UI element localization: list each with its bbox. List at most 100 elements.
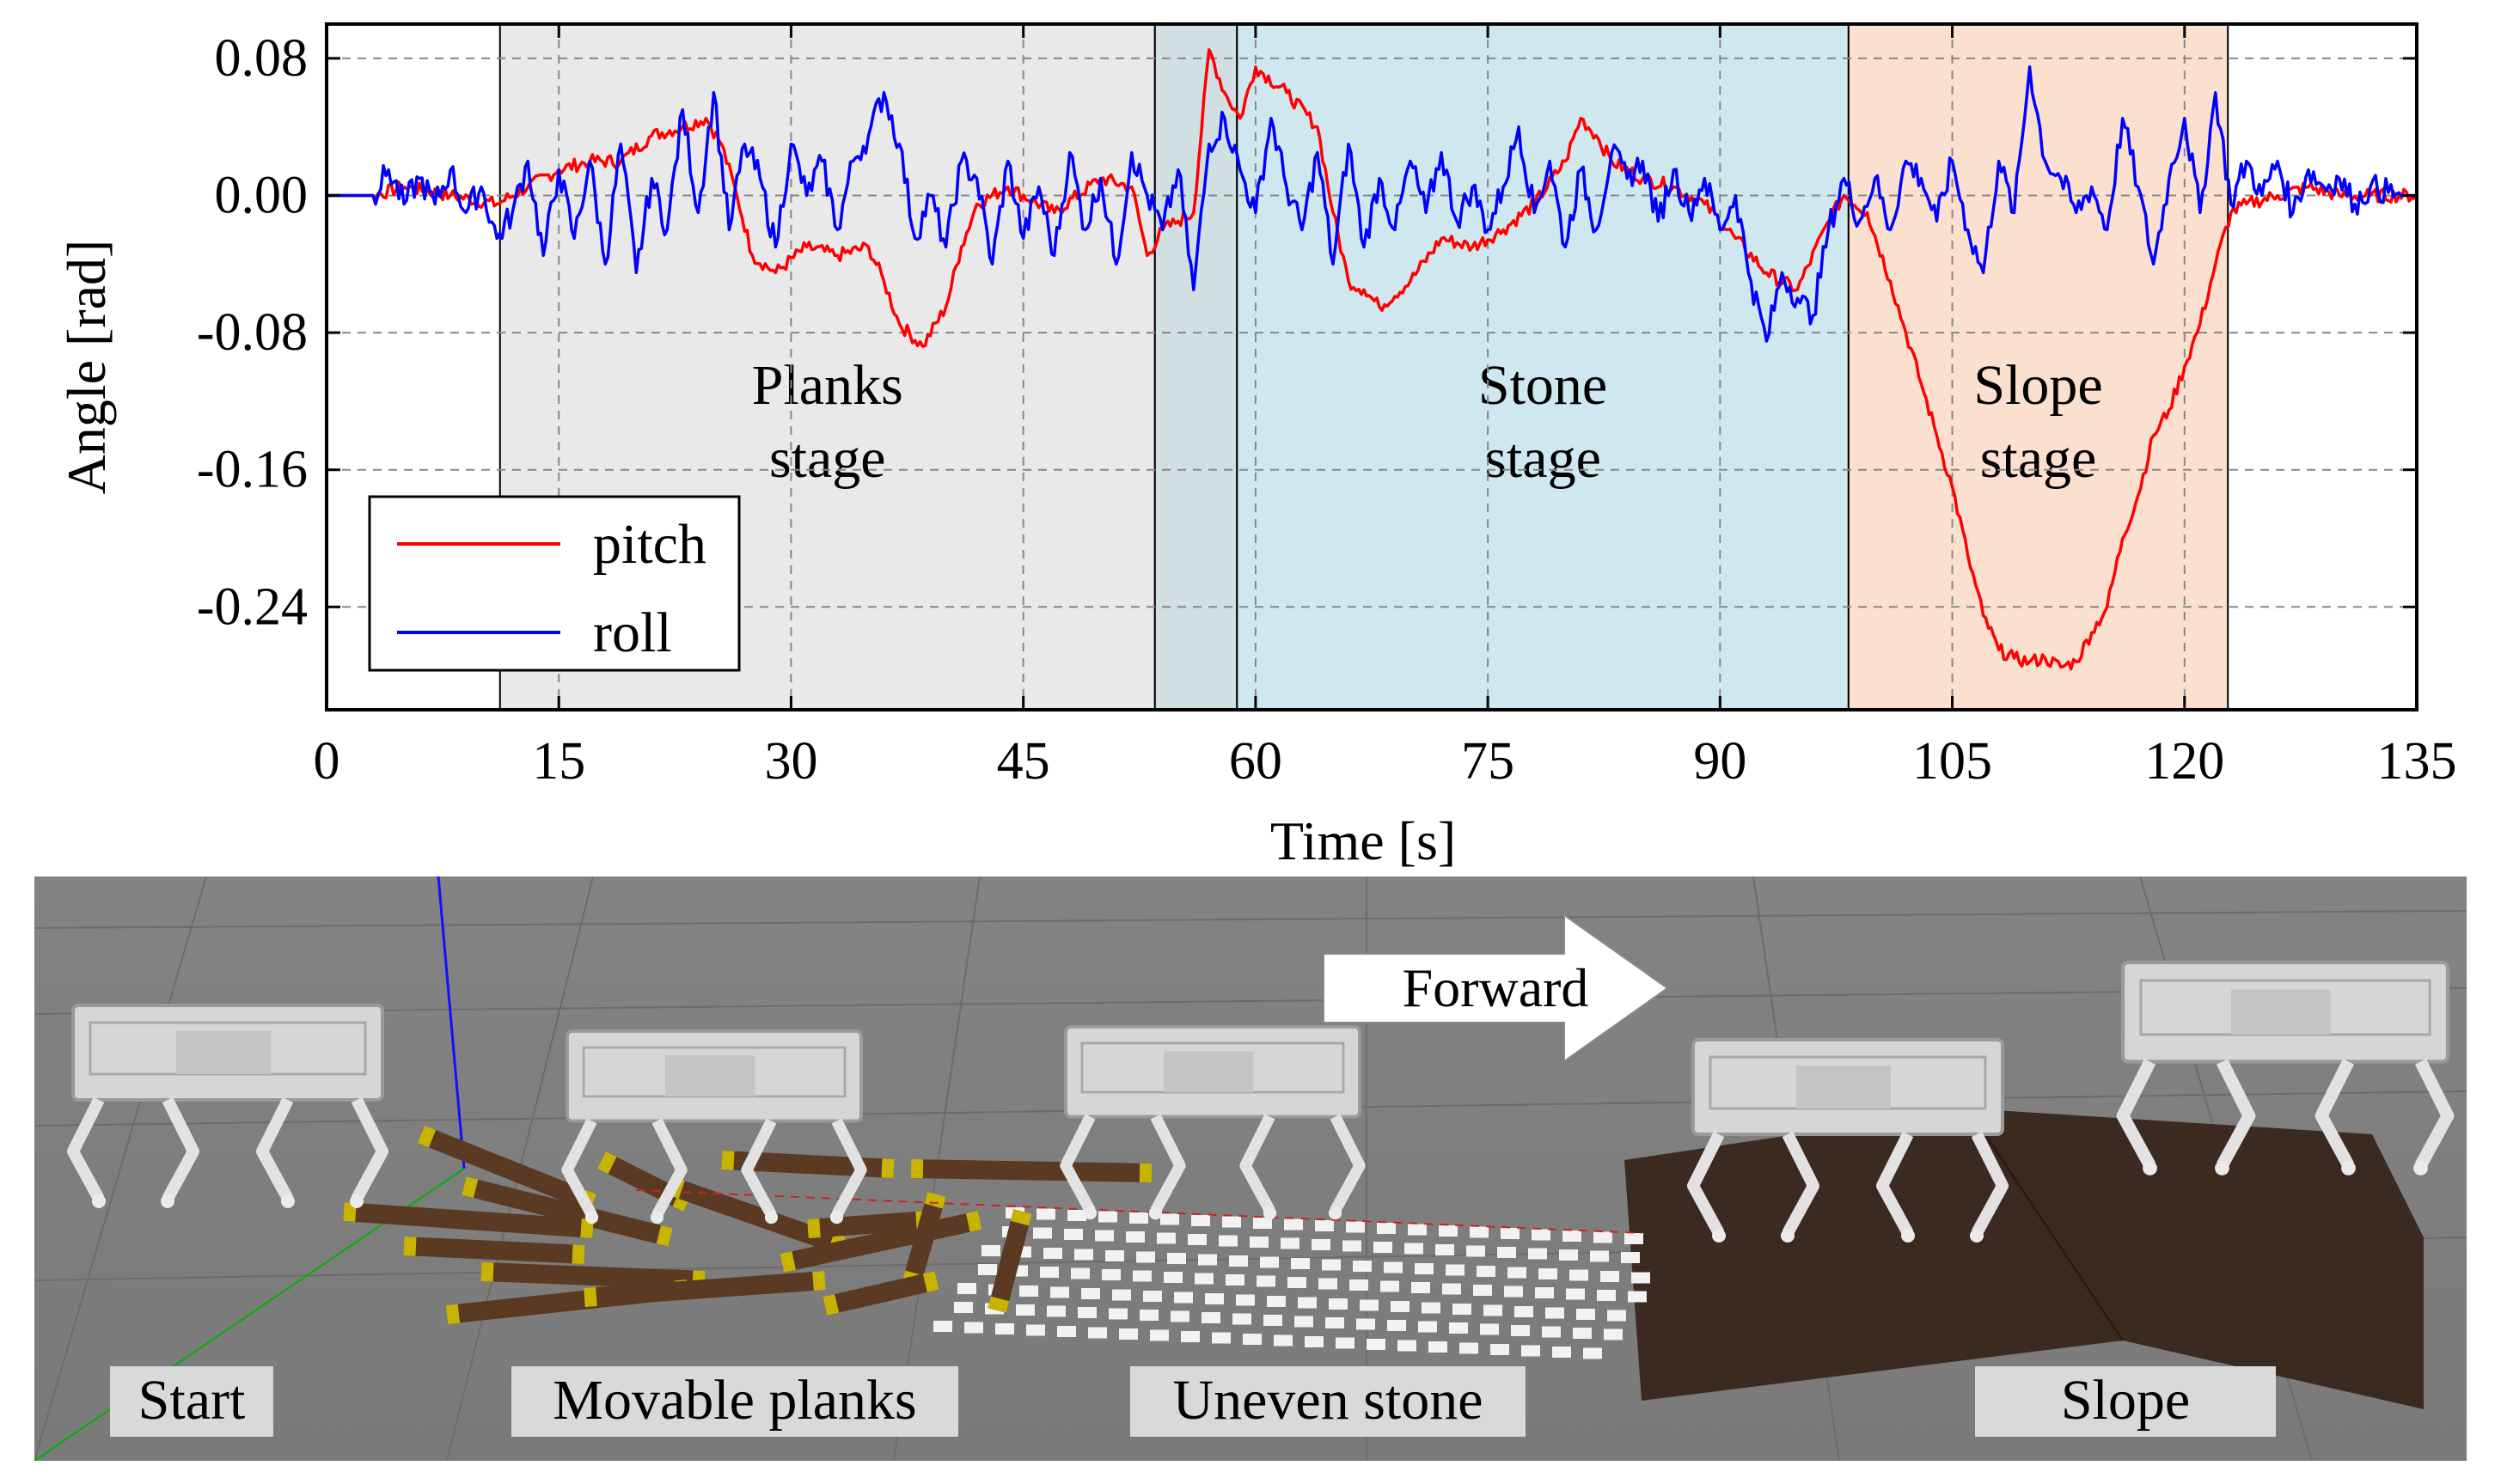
stone-block <box>1119 1328 1138 1340</box>
robot-leg <box>1782 1131 1819 1237</box>
plank <box>584 1271 826 1307</box>
stone-block <box>1569 1269 1588 1281</box>
robot-foot <box>350 1194 364 1208</box>
robot-leg <box>67 1096 105 1202</box>
robot-leg <box>741 1118 777 1218</box>
stone-block <box>1562 1231 1581 1242</box>
stage-subtitle-3: stage <box>1980 427 2097 490</box>
stone-block <box>1415 1263 1434 1274</box>
stone-block <box>1342 1240 1361 1252</box>
plank-end <box>822 1294 840 1316</box>
robot-leg <box>2314 1059 2355 1169</box>
stone-block <box>1312 1239 1330 1250</box>
robot-leg <box>162 1096 199 1202</box>
plank <box>902 1191 946 1288</box>
stage-subtitle-0: stage <box>769 427 886 490</box>
stone-block <box>1232 1313 1251 1325</box>
robot-foot <box>161 1194 174 1208</box>
plank-end <box>480 1262 494 1282</box>
stone-block <box>1532 1229 1550 1241</box>
stone-block <box>1157 1232 1176 1244</box>
stone-block <box>1466 1245 1485 1257</box>
stone-block <box>1253 1218 1272 1229</box>
stone-block <box>1129 1212 1148 1224</box>
stone-block <box>1019 1286 1038 1297</box>
stone-block <box>1167 1253 1186 1264</box>
stone-block <box>1318 1278 1337 1290</box>
stone-block <box>1325 1317 1344 1328</box>
plot-frame <box>325 22 2418 711</box>
stone-block <box>933 1321 952 1332</box>
stone-block <box>1477 1266 1495 1277</box>
stone-block <box>1222 1216 1241 1228</box>
stone-block <box>1315 1220 1334 1231</box>
plank <box>343 1202 594 1238</box>
slope-ridge <box>1966 1108 2125 1341</box>
stone-block <box>1446 1264 1465 1276</box>
robot-foot <box>281 1194 295 1208</box>
stone-block <box>1298 1297 1317 1309</box>
scene-drawing <box>34 876 2467 1461</box>
robot-leg <box>1971 1131 2009 1237</box>
forward-label: Forward <box>1402 957 1589 1018</box>
stage-title-0: Planks <box>752 354 903 417</box>
robot-foot <box>584 1211 599 1224</box>
stone-block <box>1480 1323 1499 1335</box>
plank-end <box>656 1224 673 1247</box>
stone-block <box>1384 1261 1403 1273</box>
robot-leg <box>256 1096 294 1202</box>
plank-end <box>584 1287 597 1307</box>
stone-block <box>1164 1272 1183 1283</box>
stone-block <box>1552 1347 1571 1358</box>
legend-box <box>368 495 741 672</box>
stone-block <box>1074 1249 1093 1261</box>
stone-block <box>1212 1332 1231 1344</box>
stone-block <box>1528 1248 1547 1260</box>
axis-line-blue <box>437 876 466 1169</box>
stone-block <box>1597 1290 1616 1301</box>
stone-block <box>1229 1255 1248 1267</box>
slope-terrain <box>1624 1108 2424 1409</box>
stone-block <box>1133 1270 1152 1282</box>
x-tick-label: 105 <box>1912 732 1992 791</box>
stone-block <box>1291 1258 1310 1269</box>
stone-block <box>1535 1287 1554 1298</box>
stone-block <box>1470 1226 1489 1238</box>
robot-foot <box>2413 1161 2428 1176</box>
x-tick-label: 45 <box>997 732 1050 791</box>
legend-label-roll: roll <box>593 602 672 664</box>
stone-block <box>957 1283 976 1294</box>
robots <box>67 960 2455 1243</box>
stone-block <box>1435 1244 1454 1255</box>
legend: pitch roll <box>368 495 741 672</box>
x-tick-label: 0 <box>314 732 340 791</box>
robot-leg <box>561 1118 597 1218</box>
stone-block <box>1205 1293 1224 1304</box>
stone-block <box>1078 1307 1097 1318</box>
plank-end <box>988 1296 1010 1313</box>
plank-end <box>812 1271 826 1291</box>
stone-block <box>1143 1291 1162 1302</box>
robot-foot <box>2341 1161 2356 1176</box>
robot-panel <box>2231 989 2331 1035</box>
robot-foot <box>650 1211 664 1224</box>
stone-block <box>1628 1291 1647 1303</box>
stone-block <box>1483 1304 1502 1316</box>
robot-foot <box>92 1194 106 1208</box>
stone-block <box>1404 1243 1423 1255</box>
robot-panel <box>1796 1066 1891 1108</box>
series-line-pitch <box>327 48 2418 671</box>
plank <box>988 1209 1032 1313</box>
stone-block <box>1511 1325 1530 1336</box>
x-tick-label: 120 <box>2144 732 2224 791</box>
stone-block <box>1047 1305 1066 1317</box>
legend-label-pitch: pitch <box>593 513 706 576</box>
robot-foot <box>1712 1229 1726 1243</box>
plank <box>780 1211 982 1273</box>
y-axis-label: Angle [rad] <box>56 240 117 495</box>
stone-block <box>1329 1298 1348 1310</box>
stone-block <box>1098 1211 1117 1223</box>
